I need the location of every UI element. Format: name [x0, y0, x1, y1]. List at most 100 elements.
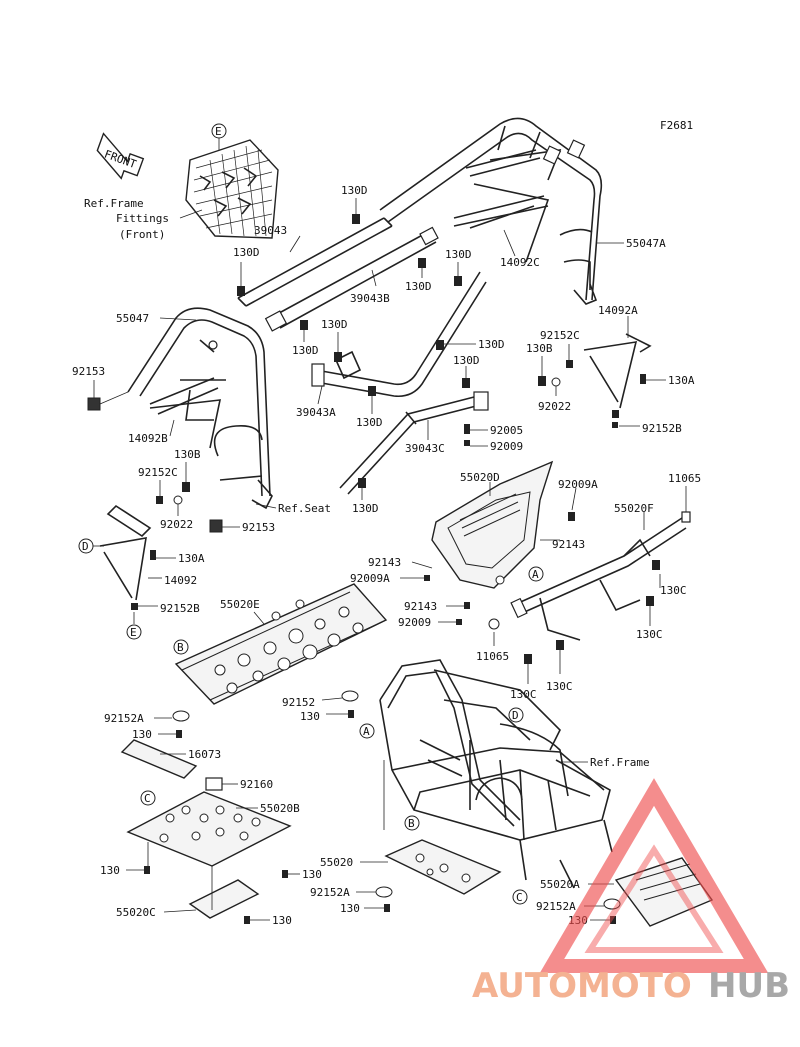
part-14092c: 14092C [500, 256, 540, 269]
bar-55020f: 11065 55020F A 11065 [476, 472, 701, 663]
part-39043b: 39043B [350, 292, 390, 305]
watermark-text-part2: HUB [708, 966, 790, 1006]
fasteners-92143-92009a: 92143 92009A 92143 92009 [350, 556, 470, 629]
svg-text:A: A [532, 568, 539, 581]
svg-text:130: 130 [132, 728, 152, 741]
svg-text:92009: 92009 [490, 440, 523, 453]
svg-text:55020: 55020 [320, 856, 353, 869]
svg-text:130C: 130C [660, 584, 687, 597]
svg-text:92009: 92009 [398, 616, 431, 629]
crossbar-39043b: 39043B [264, 226, 439, 332]
skid-plate-55020: 55020 92152A 130 [310, 839, 502, 915]
svg-text:92009A: 92009A [350, 572, 390, 585]
svg-text:55020F: 55020F [614, 502, 654, 515]
brace-39043a: 39043A [296, 271, 487, 419]
svg-text:92160: 92160 [240, 778, 273, 791]
strip-16073: 16073 [120, 739, 221, 779]
panel-55020c: 55020C 130 130 130 [100, 842, 322, 927]
part-39043: 39043 [254, 224, 287, 237]
part-39043a: 39043A [296, 406, 336, 419]
svg-text:Ref.Seat: Ref.Seat [278, 502, 331, 515]
floor-panel-55020e: 55020E B 92152 130 92152A 130 [104, 583, 388, 741]
svg-text:55020E: 55020E [220, 598, 260, 611]
ref-seat-label: Ref.Seat [255, 502, 331, 515]
svg-text:11065: 11065 [668, 472, 701, 485]
brace-39043c: 39043C [339, 391, 489, 495]
svg-text:130C: 130C [510, 688, 537, 701]
svg-text:D: D [82, 540, 89, 553]
bolt-92153-mid: 92153 [209, 519, 275, 534]
svg-text:92143: 92143 [404, 600, 437, 613]
svg-text:92022: 92022 [538, 400, 571, 413]
front-fittings-mesh-guard [185, 139, 279, 239]
svg-text:D: D [512, 709, 519, 722]
bolts-130c: 130C 130C 130C 130C [510, 560, 687, 701]
svg-text:130D: 130D [321, 318, 348, 331]
svg-text:92152C: 92152C [138, 466, 178, 479]
fastener-cluster-left: 130B 92152C 92022 [138, 448, 201, 531]
svg-text:92009A: 92009A [558, 478, 598, 491]
part-39043c: 39043C [405, 442, 445, 455]
svg-text:Fittings: Fittings [116, 212, 169, 225]
svg-text:92143: 92143 [368, 556, 401, 569]
front-arrow-icon: FRONT [96, 132, 145, 180]
svg-text:55020B: 55020B [260, 802, 300, 815]
svg-text:130C: 130C [546, 680, 573, 693]
svg-text:130B: 130B [526, 342, 553, 355]
crossbar-39043: 39043 [237, 217, 393, 307]
rollcage-rear-55047a: 55047A [379, 117, 666, 305]
svg-text:130: 130 [100, 864, 120, 877]
brace-14092a: 14092A 130A 92152B 92152C 130B 92022 [526, 304, 695, 435]
part-55047: 55047 [116, 312, 149, 325]
svg-text:B: B [177, 641, 184, 654]
svg-text:130D: 130D [453, 354, 480, 367]
brace-14092c: 14092C [465, 149, 541, 269]
svg-text:130D: 130D [356, 416, 383, 429]
bolt-130d-group: 130D 130D 130D 130D 130D 130D 130D 130D … [233, 184, 505, 515]
svg-text:Ref.Frame: Ref.Frame [84, 197, 144, 210]
main-frame: A D Ref.Frame B C [359, 659, 650, 905]
svg-text:92152B: 92152B [160, 602, 200, 615]
bolt-92153-left: 92153 [72, 365, 129, 411]
watermark-triangle-icon [539, 778, 769, 973]
svg-text:130: 130 [272, 914, 292, 927]
svg-text:E: E [130, 626, 137, 639]
callout-e-top: E [211, 123, 227, 150]
svg-text:130B: 130B [174, 448, 201, 461]
svg-text:130D: 130D [478, 338, 505, 351]
svg-text:55020D: 55020D [460, 471, 500, 484]
panel-55020d: 55020D 92009A 92143 [431, 460, 598, 589]
brace-14092: D 130A 14092 92152B E [78, 504, 205, 640]
part-55047a: 55047A [626, 237, 666, 250]
cap-92160: 92160 [205, 777, 273, 791]
watermark-logo: AUTOMOTO HUB [472, 778, 790, 1006]
svg-text:130D: 130D [233, 246, 260, 259]
svg-text:11065: 11065 [476, 650, 509, 663]
svg-text:130D: 130D [445, 248, 472, 261]
svg-text:55020C: 55020C [116, 906, 156, 919]
svg-text:Ref.Frame: Ref.Frame [590, 756, 650, 769]
svg-text:130D: 130D [341, 184, 368, 197]
svg-text:130: 130 [302, 868, 322, 881]
brace-14092b: 14092B [128, 377, 219, 445]
svg-text:130D: 130D [405, 280, 432, 293]
svg-text:92152A: 92152A [310, 886, 350, 899]
part-14092a: 14092A [598, 304, 638, 317]
svg-text:130A: 130A [668, 374, 695, 387]
svg-text:E: E [215, 125, 222, 138]
ref-frame-fittings-label: Ref.Frame Fittings (Front) [84, 197, 203, 241]
svg-text:16073: 16073 [188, 748, 221, 761]
svg-text:130A: 130A [178, 552, 205, 565]
svg-text:130D: 130D [292, 344, 319, 357]
svg-text:130: 130 [340, 902, 360, 915]
panel-55020b: 55020B C [126, 790, 300, 867]
part-14092: 14092 [164, 574, 197, 587]
svg-text:92152A: 92152A [536, 900, 576, 913]
svg-text:130C: 130C [636, 628, 663, 641]
svg-text:92153: 92153 [242, 521, 275, 534]
svg-text:C: C [516, 891, 523, 904]
svg-text:55020A: 55020A [540, 878, 580, 891]
svg-text:(Front): (Front) [119, 228, 165, 241]
svg-text:B: B [408, 817, 415, 830]
figure-code: F2681 [660, 119, 693, 132]
